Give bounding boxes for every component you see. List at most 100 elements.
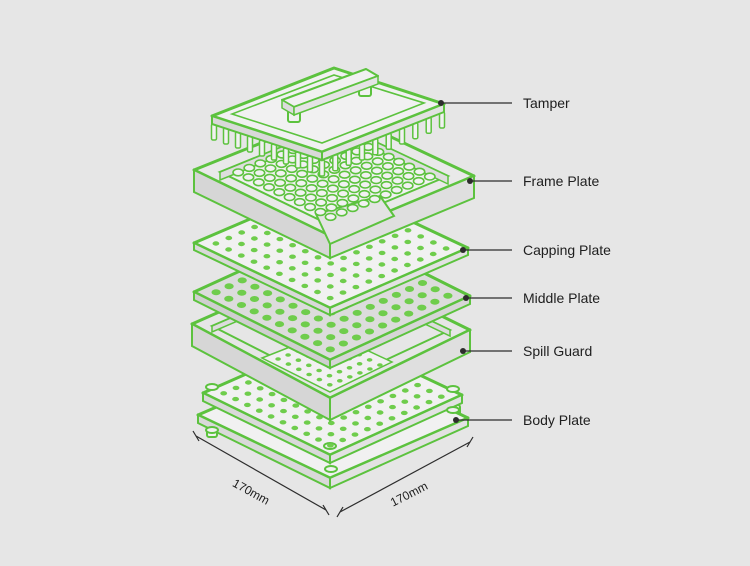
hole [336,198,349,208]
hole [347,194,360,203]
hole [292,403,300,408]
hole [285,174,298,183]
hole [284,183,297,192]
hole [347,375,353,379]
hole [326,193,339,203]
hole [370,166,383,175]
hole [315,437,322,442]
hole [295,179,308,188]
hole [306,372,312,377]
tamper [210,66,446,177]
hole [305,184,318,193]
hole [237,277,247,284]
hole [378,262,386,267]
hole [430,240,437,245]
hole [301,260,309,265]
hole [250,247,258,253]
tamper-pin [294,151,302,169]
hole [232,396,240,402]
hole [275,296,285,303]
hole [301,249,309,254]
hole [283,192,296,202]
hole [276,236,284,242]
tamper-pin [306,155,314,173]
hole [404,298,414,305]
hole [313,327,323,334]
hole [392,167,405,176]
hole [378,250,386,256]
hole [346,203,359,213]
hole [327,420,335,426]
hole [263,254,271,259]
tamper-pin [234,131,242,149]
hole [263,290,273,297]
hole [348,175,361,184]
hole [251,236,258,241]
hole [220,391,228,396]
hole [325,346,335,353]
hole [352,261,360,267]
hole [430,298,440,305]
hole [268,403,275,408]
hole [274,178,287,188]
hole [368,194,381,204]
hole [212,241,220,246]
tamper-pin [222,127,230,145]
hole [352,284,360,290]
hole [313,315,323,322]
hole [232,168,245,177]
hole [264,164,277,173]
hole [237,253,245,258]
hole [404,251,411,256]
hole [304,202,317,212]
hole [255,408,263,413]
hole [337,180,350,189]
hole [325,203,338,212]
tamper-pin [398,127,406,145]
hole [392,157,405,167]
hole [443,292,453,299]
hole [326,321,336,328]
hole [314,207,327,217]
hole [249,308,259,315]
hole [404,310,414,317]
hole [357,371,363,375]
hole [253,168,266,178]
hole [288,266,296,271]
hole [357,199,370,208]
hole [300,321,310,328]
hole [313,340,323,347]
hole [316,368,322,373]
hole [413,405,420,410]
hole [224,283,234,290]
hole [245,380,252,385]
hole [327,261,335,266]
hole [304,409,311,414]
hole [390,185,403,195]
hole [391,268,398,273]
hole [412,176,425,186]
hole [404,262,411,268]
hole [326,373,333,378]
hole [414,382,421,388]
hole [273,188,286,197]
hole [337,189,350,198]
hole [238,241,245,247]
hole [263,173,276,183]
hole [276,248,284,253]
label-spill-guard: Spill Guard [523,343,593,359]
hole [365,316,375,323]
hole [291,425,299,431]
hole [301,283,309,289]
hole [287,327,297,334]
label-frame-plate: Frame Plate [523,173,600,189]
hole [211,289,221,296]
tamper-pin [282,147,290,165]
tamper-pin [372,137,379,156]
hole [378,310,388,317]
tamper-pin [332,153,339,172]
hole [382,152,395,162]
hole [389,404,396,410]
hole [262,183,275,192]
